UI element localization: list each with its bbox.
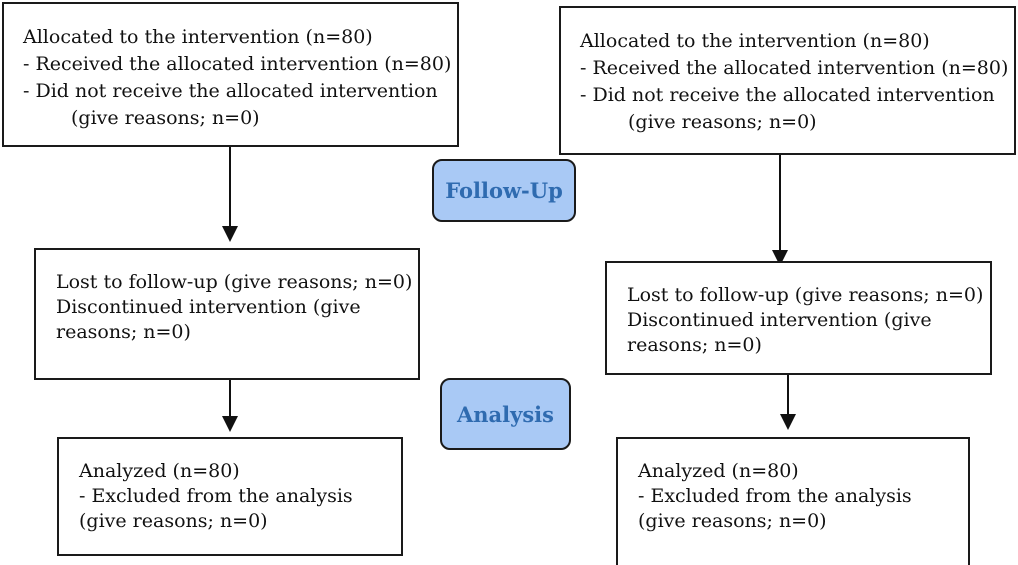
- right-analysis-line2: - Excluded from the analysis (give reaso…: [638, 485, 912, 532]
- left-allocation-line4: (give reasons; n=0): [71, 107, 260, 129]
- right-followup-line1: Lost to follow-up (give reasons; n=0): [627, 284, 984, 306]
- right-analysis-line1: Analyzed (n=80): [638, 460, 799, 482]
- right-followup-box: Lost to follow-up (give reasons; n=0) Di…: [605, 261, 992, 375]
- arrowhead-icon: [780, 414, 796, 430]
- arrowhead-icon: [772, 250, 788, 266]
- left-followup-line1: Lost to follow-up (give reasons; n=0): [56, 271, 413, 293]
- left-analysis-line1: Analyzed (n=80): [79, 460, 240, 482]
- right-allocation-line4: (give reasons; n=0): [628, 111, 817, 133]
- left-followup-box: Lost to follow-up (give reasons; n=0) Di…: [34, 248, 420, 380]
- arrowhead-icon: [222, 226, 238, 242]
- left-analysis-line2: - Excluded from the analysis: [79, 485, 353, 507]
- right-allocation-box: Allocated to the intervention (n=80) - R…: [559, 6, 1016, 155]
- left-allocation-line3: - Did not receive the allocated interven…: [23, 80, 438, 102]
- right-analysis-box: Analyzed (n=80) - Excluded from the anal…: [616, 437, 970, 565]
- right-allocation-line1: Allocated to the intervention (n=80): [580, 30, 930, 52]
- right-allocation-line2: - Received the allocated intervention (n…: [580, 57, 1009, 79]
- left-allocation-line2: - Received the allocated intervention (n…: [23, 53, 452, 75]
- left-followup-line2: Discontinued intervention (give reasons;…: [56, 296, 361, 343]
- left-allocation-box: Allocated to the intervention (n=80) - R…: [2, 2, 459, 147]
- arrowhead-icon: [222, 416, 238, 432]
- stage-analysis: Analysis: [440, 378, 571, 450]
- left-analysis-box: Analyzed (n=80) - Excluded from the anal…: [57, 437, 403, 556]
- stage-follow-up: Follow-Up: [432, 159, 576, 222]
- left-analysis-line3: (give reasons; n=0): [79, 510, 268, 532]
- right-allocation-line3: - Did not receive the allocated interven…: [580, 84, 995, 106]
- stage-analysis-label: Analysis: [457, 401, 554, 427]
- stage-follow-up-label: Follow-Up: [445, 178, 563, 203]
- left-allocation-line1: Allocated to the intervention (n=80): [23, 26, 373, 48]
- right-followup-line2: Discontinued intervention (give reasons;…: [627, 309, 932, 356]
